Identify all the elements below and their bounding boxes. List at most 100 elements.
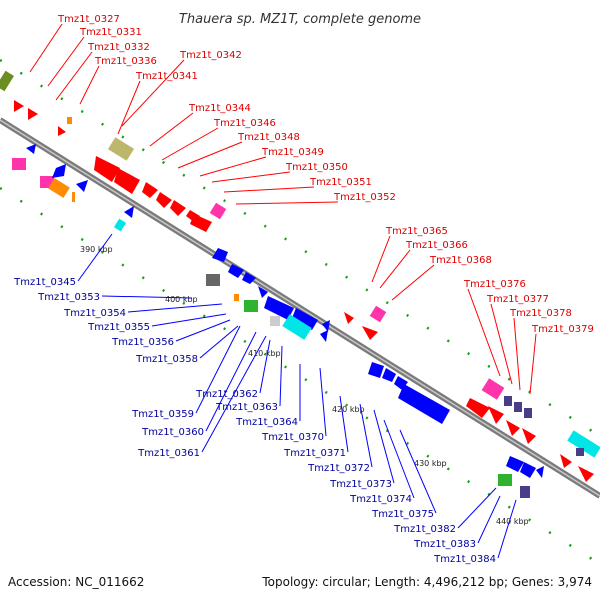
gene-feature[interactable] [206,274,220,286]
gene-arrow-forward[interactable] [114,168,140,194]
gene-label-reverse[interactable]: Tmz1t_0358 [135,354,198,365]
gene-arrow-reverse[interactable] [124,206,134,218]
label-leader-line [121,59,185,127]
gene-feature[interactable] [567,430,600,458]
gene-label-forward[interactable]: Tmz1t_0348 [237,132,300,143]
gene-label-reverse[interactable]: Tmz1t_0364 [235,417,298,428]
gene-feature[interactable] [113,218,127,232]
gene-label-reverse[interactable]: Tmz1t_0383 [413,539,476,550]
gene-label-reverse[interactable]: Tmz1t_0375 [371,509,434,520]
gene-arrow-reverse[interactable] [212,248,228,262]
gene-label-reverse[interactable]: Tmz1t_0374 [349,494,412,505]
gene-label-forward[interactable]: Tmz1t_0327 [57,14,120,25]
gene-feature[interactable] [12,158,26,170]
gene-arrow-forward[interactable] [156,192,172,208]
gene-arrow-forward[interactable] [560,454,572,468]
gene-label-reverse[interactable]: Tmz1t_0354 [63,308,126,319]
gene-label-forward[interactable]: Tmz1t_0341 [135,71,198,82]
gene-label-forward[interactable]: Tmz1t_0376 [463,279,526,290]
gene-arrow-reverse[interactable] [368,362,384,378]
gene-label-forward[interactable]: Tmz1t_0378 [509,308,572,319]
gene-arrow-reverse[interactable] [264,296,294,320]
gene-label-forward[interactable]: Tmz1t_0344 [188,103,251,114]
gene-arrow-reverse[interactable] [26,144,36,154]
gene-label-forward[interactable]: Tmz1t_0365 [385,226,448,237]
gene-feature[interactable] [576,448,584,456]
gene-feature[interactable] [498,474,512,486]
gene-feature[interactable] [48,178,70,198]
gene-label-forward[interactable]: Tmz1t_0379 [531,324,594,335]
gene-label-forward[interactable]: Tmz1t_0350 [285,162,348,173]
gene-label-forward[interactable]: Tmz1t_0349 [261,147,324,158]
gene-arrow-forward[interactable] [362,326,378,340]
gene-label-forward[interactable]: Tmz1t_0336 [94,56,157,67]
gene-label-forward[interactable]: Tmz1t_0377 [486,294,549,305]
gene-label-forward[interactable]: Tmz1t_0342 [179,50,242,61]
gene-arrow-reverse[interactable] [322,320,330,332]
gene-label-reverse[interactable]: Tmz1t_0359 [131,409,194,420]
gene-label-reverse[interactable]: Tmz1t_0345 [13,277,76,288]
gene-label-reverse[interactable]: Tmz1t_0370 [261,432,324,443]
gene-arrow-forward[interactable] [142,182,158,198]
gene-label-reverse[interactable]: Tmz1t_0355 [87,322,150,333]
gene-arrow-reverse[interactable] [258,286,268,298]
gene-arrow-forward[interactable] [466,398,490,418]
gene-arrow-forward[interactable] [28,108,38,120]
gene-feature[interactable] [67,117,72,124]
gene-arrow-reverse[interactable] [320,330,328,342]
gene-label-forward[interactable]: Tmz1t_0346 [213,118,276,129]
gene-label-forward[interactable]: Tmz1t_0352 [333,192,396,203]
gene-label-reverse[interactable]: Tmz1t_0363 [215,402,278,413]
gene-feature[interactable] [234,294,239,301]
gene-arrow-reverse[interactable] [506,456,524,472]
gene-feature[interactable] [514,402,522,412]
gene-arrow-reverse[interactable] [292,308,318,330]
gene-arrow-reverse[interactable] [242,272,256,284]
gene-feature[interactable] [524,408,532,418]
gene-label-reverse[interactable]: Tmz1t_0382 [393,524,456,535]
gene-arrow-forward[interactable] [94,156,120,182]
gene-label-reverse[interactable]: Tmz1t_0372 [307,463,370,474]
gene-feature[interactable] [209,202,227,220]
gene-feature[interactable] [0,70,15,92]
gene-feature[interactable] [282,314,312,340]
gene-feature[interactable] [270,316,280,326]
gene-arrow-forward[interactable] [170,200,186,216]
gene-arrow-reverse[interactable] [520,462,536,478]
gene-label-reverse[interactable]: Tmz1t_0353 [37,292,100,303]
gene-arrow-forward[interactable] [488,406,504,424]
gene-feature[interactable] [244,300,258,312]
gene-arrow-forward[interactable] [578,466,594,482]
gene-label-forward[interactable]: Tmz1t_0331 [79,27,142,38]
gene-arrow-reverse[interactable] [398,384,450,424]
accession-text: Accession: NC_011662 [8,575,144,589]
gene-arrow-forward[interactable] [506,420,520,436]
gene-arrow-forward[interactable] [190,214,212,232]
gene-label-reverse[interactable]: Tmz1t_0361 [137,448,200,459]
gene-label-reverse[interactable]: Tmz1t_0362 [195,389,258,400]
gene-feature[interactable] [520,486,530,498]
gene-feature[interactable] [481,378,505,400]
gene-arrow-forward[interactable] [14,100,24,112]
gene-arrow-reverse[interactable] [228,264,244,278]
gene-feature[interactable] [107,137,135,161]
gene-label-forward[interactable]: Tmz1t_0366 [405,240,468,251]
gene-label-reverse[interactable]: Tmz1t_0356 [111,337,174,348]
gene-label-reverse[interactable]: Tmz1t_0384 [433,554,496,565]
gene-arrow-forward[interactable] [522,428,536,444]
gene-arrow-forward[interactable] [344,312,354,324]
gene-label-forward[interactable]: Tmz1t_0351 [309,177,372,188]
gene-feature[interactable] [72,192,75,202]
gene-feature[interactable] [504,396,512,406]
gene-feature[interactable] [369,305,387,323]
gene-label-forward[interactable]: Tmz1t_0368 [429,255,492,266]
gene-label-reverse[interactable]: Tmz1t_0360 [141,427,204,438]
gene-label-reverse[interactable]: Tmz1t_0373 [329,479,392,490]
gene-arrow-reverse[interactable] [52,164,66,178]
gene-label-reverse[interactable]: Tmz1t_0371 [283,448,346,459]
gene-arrow-reverse[interactable] [382,368,396,382]
gene-arrow-reverse[interactable] [76,180,88,192]
gene-arrow-forward[interactable] [58,126,66,136]
gene-label-forward[interactable]: Tmz1t_0332 [87,42,150,53]
gene-arrow-reverse[interactable] [536,466,544,478]
